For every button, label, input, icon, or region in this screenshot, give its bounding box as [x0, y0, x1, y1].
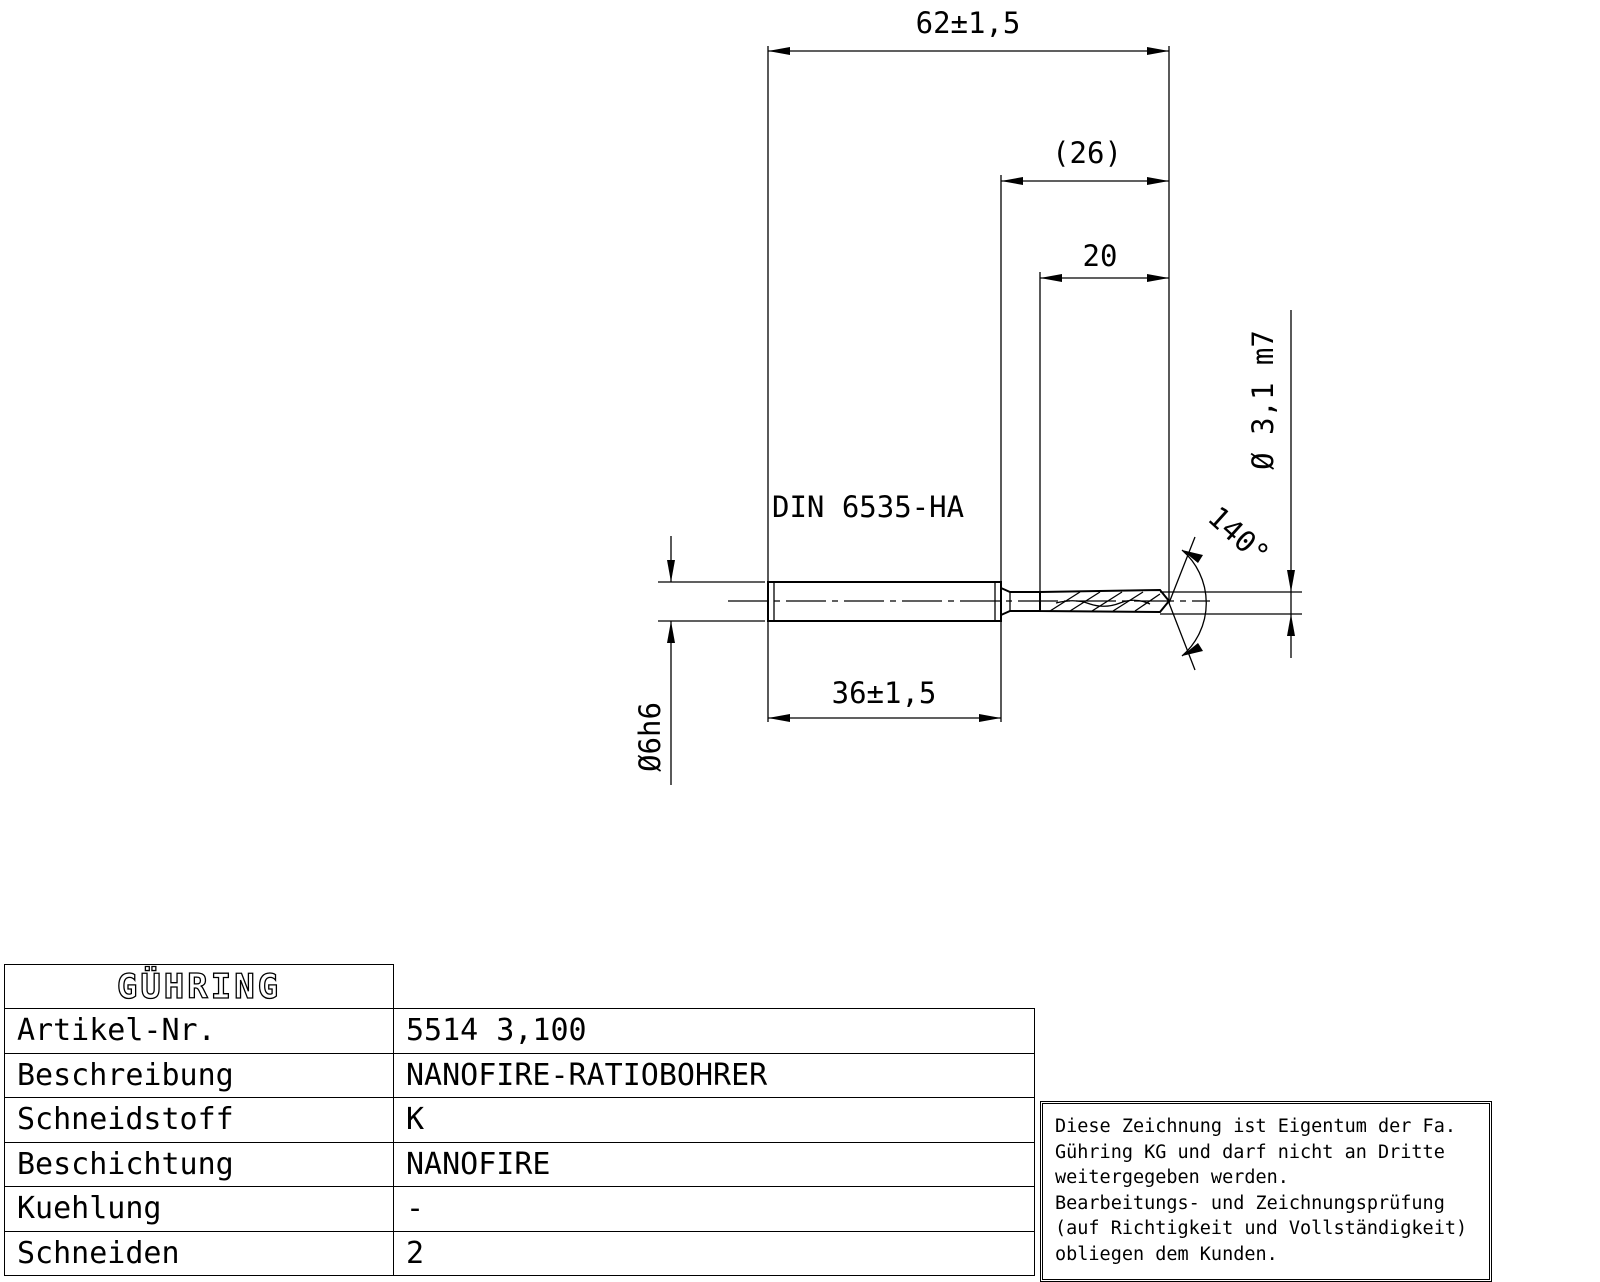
row-label: Artikel-Nr.: [4, 1008, 394, 1054]
title-block-row: Schneiden 2: [4, 1230, 1035, 1276]
technical-drawing: 62±1,5 (26) 20 DIN 6535-HA 36±1,5 Ø 3,1 …: [633, 6, 1302, 785]
row-label: Beschichtung: [4, 1141, 394, 1187]
dim-total-length: 62±1,5: [916, 6, 1021, 40]
title-block-row: Schneidstoff K: [4, 1097, 1035, 1143]
title-block-row: Beschreibung NANOFIRE-RATIOBOHRER: [4, 1052, 1035, 1098]
row-label: Beschreibung: [4, 1052, 394, 1098]
dim-cutting-diameter: Ø 3,1 m7: [1246, 330, 1280, 470]
title-block-row: Beschichtung NANOFIRE: [4, 1141, 1035, 1187]
dim-flute-length: (26): [1052, 136, 1122, 170]
dim-line-flute-length: [1001, 177, 1169, 185]
title-block-row: Kuehlung -: [4, 1186, 1035, 1232]
dim-line-shank-diameter: [667, 536, 675, 785]
title-block: GÜHRING Artikel-Nr. 5514 3,100 Beschreib…: [4, 964, 1035, 1276]
notice-line: Bearbeitungs- und Zeichnungsprüfung: [1055, 1192, 1445, 1214]
row-value: NANOFIRE: [393, 1141, 1035, 1187]
drill-tool: [728, 581, 1210, 622]
dim-shank-diameter: Ø6h6: [633, 702, 667, 772]
row-value: NANOFIRE-RATIOBOHRER: [393, 1052, 1035, 1098]
standard-label: DIN 6535-HA: [772, 490, 964, 524]
point-angle-arc: [1168, 536, 1207, 671]
notice-line: weitergegeben werden.: [1055, 1167, 1289, 1188]
ownership-notice: Diese Zeichnung ist Eigentum der Fa. Güh…: [1040, 1101, 1492, 1282]
row-label: Schneiden: [4, 1230, 394, 1276]
company-logo: GÜHRING: [116, 966, 282, 1007]
row-value: 5514 3,100: [393, 1008, 1035, 1054]
row-value: 2: [393, 1230, 1035, 1276]
notice-line: Gühring KG und darf nicht an Dritte: [1055, 1141, 1445, 1163]
title-block-row: Artikel-Nr. 5514 3,100: [4, 1008, 1035, 1054]
row-value: K: [393, 1097, 1035, 1143]
dim-line-cutting-diameter: [1287, 570, 1295, 636]
logo-spacer-cell: [393, 964, 1035, 1009]
row-label: Schneidstoff: [4, 1097, 394, 1143]
dim-line-shank-length: [768, 714, 1001, 722]
title-block-logo-row: GÜHRING: [4, 964, 1035, 1009]
notice-line: obliegen dem Kunden.: [1055, 1243, 1278, 1265]
notice-line: Diese Zeichnung ist Eigentum der Fa.: [1055, 1116, 1456, 1137]
row-label: Kuehlung: [4, 1186, 394, 1232]
dim-shank-length: 36±1,5: [832, 676, 937, 710]
dim-line-cutting-length: [1040, 274, 1169, 282]
row-value: -: [393, 1186, 1035, 1232]
dim-line-total-length: [768, 47, 1169, 55]
notice-line: (auf Richtigkeit und Vollständigkeit): [1055, 1218, 1468, 1239]
logo-cell: GÜHRING: [4, 964, 394, 1009]
dim-point-angle: 140°: [1201, 500, 1276, 572]
dim-cutting-length: 20: [1083, 239, 1118, 273]
